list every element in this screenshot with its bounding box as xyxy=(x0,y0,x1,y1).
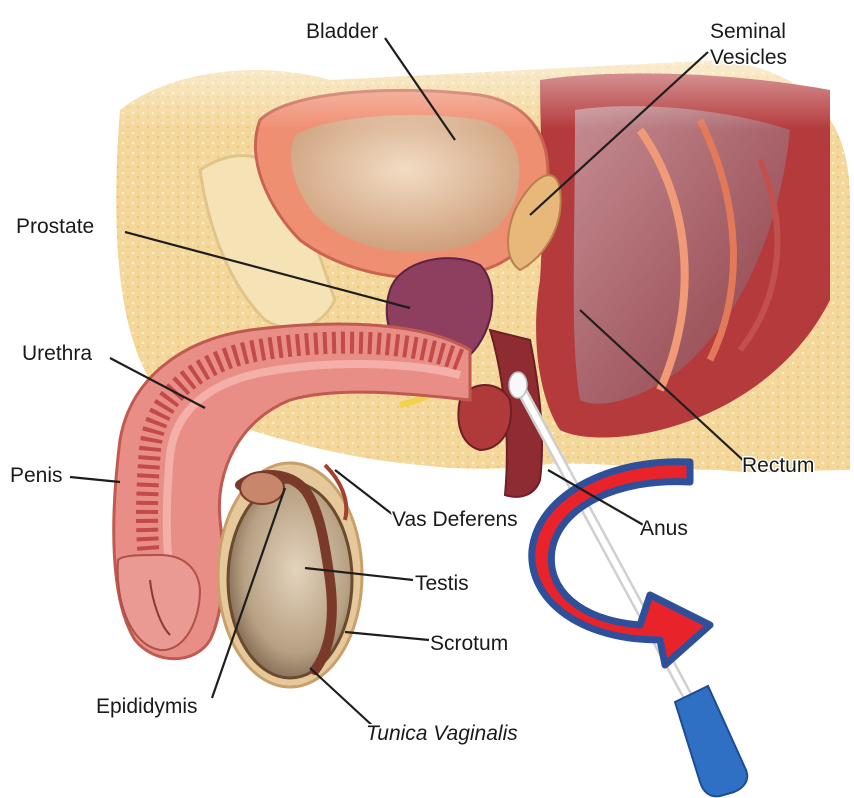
label-urethra: Urethra xyxy=(22,342,92,365)
label-penis: Penis xyxy=(10,464,63,487)
swab-tip xyxy=(509,372,527,398)
label-anus: Anus xyxy=(640,517,688,540)
label-tunica-vaginalis: Tunica Vaginalis xyxy=(366,722,518,745)
leader-tunica-vaginalis xyxy=(310,668,375,728)
label-epididymis: Epididymis xyxy=(96,695,198,718)
label-bladder: Bladder xyxy=(306,20,378,43)
label-testis: Testis xyxy=(415,572,469,595)
label-rectum: Rectum xyxy=(742,454,814,477)
leader-scrotum xyxy=(345,632,429,640)
epididymis-head xyxy=(240,472,284,504)
label-seminal-vesicles-line2: Vesicles xyxy=(710,46,787,69)
label-seminal-vesicles-line1: Seminal xyxy=(710,20,786,43)
label-scrotum: Scrotum xyxy=(430,632,508,655)
label-vas-deferens: Vas Deferens xyxy=(392,508,518,531)
leader-penis xyxy=(70,477,120,482)
label-prostate: Prostate xyxy=(16,215,94,238)
glans xyxy=(118,555,200,650)
swab-cap xyxy=(675,686,747,796)
